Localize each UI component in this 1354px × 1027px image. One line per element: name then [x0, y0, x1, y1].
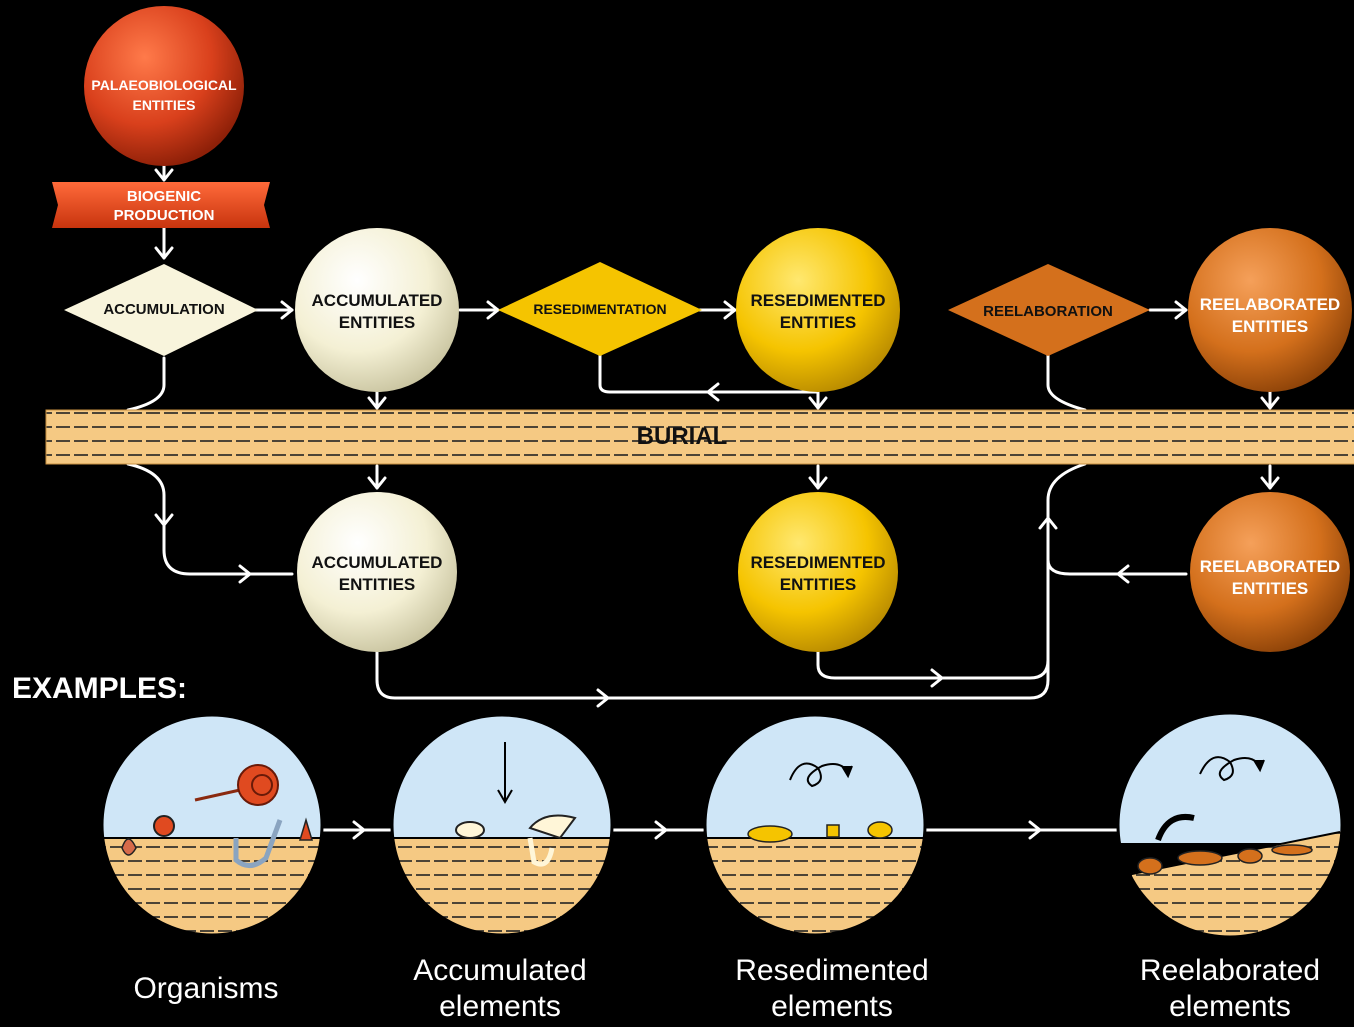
burial-band: BURIAL	[45, 409, 1354, 465]
burial-label: BURIAL	[637, 423, 728, 450]
examples-heading: EXAMPLES:	[12, 672, 187, 705]
flow-connectors	[126, 158, 1280, 708]
reelaborated-bottom-line-2: ENTITIES	[1232, 579, 1309, 598]
palaeo-line-2: ENTITIES	[132, 97, 195, 113]
resedimentation-label: RESEDIMENTATION	[533, 301, 666, 317]
erosion-arrow-icon	[1155, 814, 1195, 842]
swirl-arrow-icon	[1199, 756, 1261, 782]
reelaborated-shell-icon	[1137, 857, 1163, 875]
reelaborated-entities-bottom-node: REELABORATED ENTITIES	[1190, 492, 1350, 652]
swirl-arrow-icon	[789, 762, 849, 788]
resedimented-bottom-line-2: ENTITIES	[780, 575, 857, 594]
example-connectors	[320, 820, 1120, 840]
down-arrow-icon	[497, 742, 513, 804]
resedimented-pebble-icon	[867, 821, 893, 839]
bivalve-icon	[121, 838, 137, 856]
accumulation-diamond: ACCUMULATION	[64, 264, 258, 356]
reelaborated-entities-top-node: REELABORATED ENTITIES	[1188, 228, 1352, 392]
biogenic-production-banner: BIOGENIC PRODUCTION	[52, 182, 270, 228]
caption-resedimented-line-2: elements	[771, 990, 893, 1022]
reelaborated-top-line-1: REELABORATED	[1200, 295, 1340, 314]
accumulated-bottom-line-1: ACCUMULATED	[312, 553, 443, 572]
caption-accumulated-line-2: elements	[439, 990, 561, 1022]
reelaborated-pebble-icon	[1237, 848, 1263, 864]
reelaborated-fragment-icon	[1177, 850, 1223, 866]
resedimented-top-line-2: ENTITIES	[780, 313, 857, 332]
reelaborated-bottom-line-1: REELABORATED	[1200, 557, 1340, 576]
reelaboration-diamond: REELABORATION	[948, 264, 1150, 356]
caption-accumulated-line-1: Accumulated	[413, 954, 586, 987]
resedimented-bottom-line-1: RESEDIMENTED	[750, 553, 885, 572]
example-organisms-circle	[100, 713, 324, 937]
resedimented-top-line-1: RESEDIMENTED	[750, 291, 885, 310]
caption-resedimented-line-1: Resedimented	[735, 954, 928, 987]
reelaborated-top-line-2: ENTITIES	[1232, 317, 1309, 336]
biogenic-line-1: BIOGENIC	[127, 188, 201, 205]
shell-fragment-icon	[528, 814, 577, 840]
resedimented-fragment-icon	[826, 824, 840, 838]
palaeo-line-1: PALAEOBIOLOGICAL	[91, 77, 237, 93]
resedimented-entities-top-node: RESEDIMENTED ENTITIES	[736, 228, 900, 392]
accumulation-label: ACCUMULATION	[103, 301, 224, 318]
resedimented-shell-icon	[747, 825, 793, 843]
caption-organisms: Organisms	[133, 972, 278, 1005]
reelaboration-label: REELABORATION	[983, 303, 1113, 320]
reelaborated-rod-icon	[1271, 844, 1313, 856]
example-captions: Organisms Accumulated elements Resedimen…	[133, 954, 1320, 1023]
example-reelaborated-circle	[1116, 711, 1344, 939]
accumulated-top-line-2: ENTITIES	[339, 313, 416, 332]
biogenic-line-2: PRODUCTION	[114, 207, 215, 224]
example-resedimented-circle	[703, 713, 927, 937]
ammonite-icon	[194, 764, 279, 806]
accumulated-top-line-1: ACCUMULATED	[312, 291, 443, 310]
accumulated-bottom-line-2: ENTITIES	[339, 575, 416, 594]
worm-burrow-icon	[233, 819, 283, 868]
coral-icon	[298, 817, 314, 841]
shell-icon	[455, 821, 485, 839]
burrow-icon	[527, 837, 555, 867]
caption-reelaborated-line-1: Reelaborated	[1140, 954, 1320, 987]
caption-reelaborated-line-2: elements	[1169, 990, 1291, 1022]
palaeobiological-entities-node: PALAEOBIOLOGICAL ENTITIES	[84, 6, 244, 166]
resedimented-entities-bottom-node: RESEDIMENTED ENTITIES	[738, 492, 898, 652]
example-accumulated-circle	[390, 713, 614, 937]
accumulated-entities-bottom-node: ACCUMULATED ENTITIES	[297, 492, 457, 652]
sea-urchin-icon	[153, 815, 175, 837]
resedimentation-diamond: RESEDIMENTATION	[498, 262, 702, 356]
accumulated-entities-top-node: ACCUMULATED ENTITIES	[295, 228, 459, 392]
